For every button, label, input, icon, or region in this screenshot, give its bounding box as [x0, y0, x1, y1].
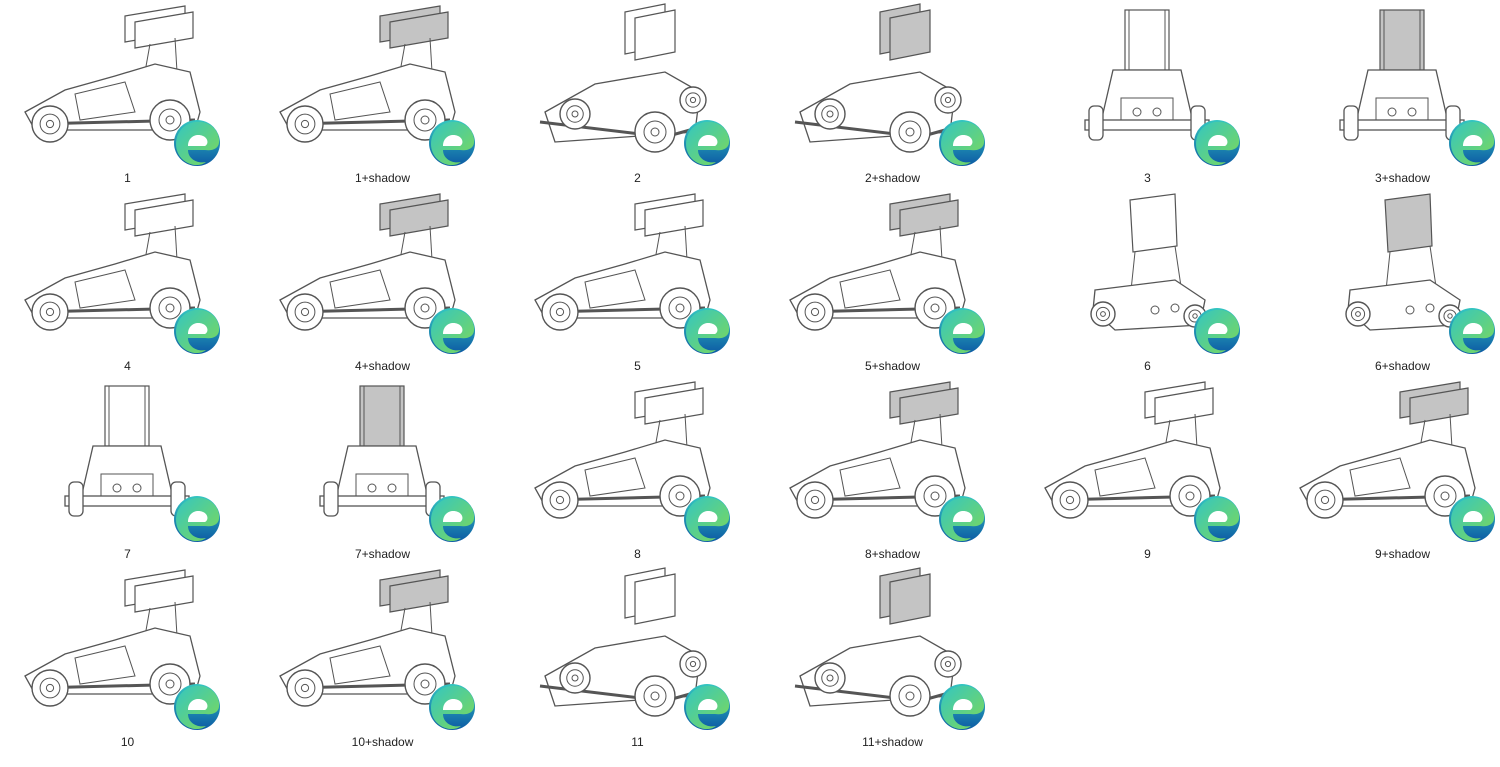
file-thumbnail [260, 378, 505, 543]
edge-icon [1192, 306, 1242, 356]
edge-icon [937, 494, 987, 544]
edge-icon [172, 306, 222, 356]
file-thumbnail [260, 566, 505, 731]
edge-icon [937, 118, 987, 168]
file-name-label: 4 [124, 359, 131, 373]
edge-icon [172, 494, 222, 544]
file-item[interactable]: 4 [0, 188, 255, 375]
file-item[interactable]: 6+shadow [1275, 188, 1500, 375]
edge-icon [937, 306, 987, 356]
file-name-label: 5+shadow [864, 359, 921, 373]
file-name-label: 3+shadow [1374, 171, 1431, 185]
file-thumbnail [5, 378, 250, 543]
file-thumbnail [515, 378, 760, 543]
file-name-label: 8+shadow [864, 547, 921, 561]
edge-icon [1447, 118, 1497, 168]
file-name-label: 9 [1144, 547, 1151, 561]
file-item[interactable]: 3 [1020, 0, 1275, 187]
file-thumbnail [770, 378, 1015, 543]
file-item[interactable]: 9 [1020, 376, 1275, 563]
file-name-label: 7 [124, 547, 131, 561]
file-thumbnail [770, 2, 1015, 167]
file-name-label: 4+shadow [354, 359, 411, 373]
file-thumbnail [770, 566, 1015, 731]
edge-icon [427, 682, 477, 732]
file-item[interactable]: 11+shadow [765, 564, 1020, 751]
file-name-label: 11+shadow [862, 735, 923, 749]
file-name-label: 5 [634, 359, 641, 373]
file-thumbnail [5, 2, 250, 167]
file-item[interactable]: 7+shadow [255, 376, 510, 563]
file-name-label: 11 [631, 735, 644, 749]
edge-icon [1192, 118, 1242, 168]
file-item[interactable]: 1+shadow [255, 0, 510, 187]
file-name-label: 7+shadow [354, 547, 411, 561]
file-item[interactable]: 4+shadow [255, 188, 510, 375]
file-thumbnail [260, 190, 505, 355]
file-item[interactable]: 10+shadow [255, 564, 510, 751]
edge-icon [427, 306, 477, 356]
file-thumbnail [770, 190, 1015, 355]
file-thumbnail [515, 2, 760, 167]
file-name-label: 8 [634, 547, 641, 561]
file-item[interactable]: 8 [510, 376, 765, 563]
file-name-label: 2 [634, 171, 641, 185]
edge-icon [427, 118, 477, 168]
file-name-label: 10 [120, 735, 135, 749]
edge-icon [172, 118, 222, 168]
file-item[interactable]: 2 [510, 0, 765, 187]
edge-icon [1447, 494, 1497, 544]
edge-icon [682, 306, 732, 356]
file-item[interactable]: 10 [0, 564, 255, 751]
file-thumbnail [5, 566, 250, 731]
edge-icon [682, 118, 732, 168]
file-item[interactable]: 8+shadow [765, 376, 1020, 563]
edge-icon [1192, 494, 1242, 544]
file-thumbnail [260, 2, 505, 167]
file-name-label: 10+shadow [351, 735, 414, 749]
file-thumbnail [1280, 2, 1500, 167]
file-item[interactable]: 11 [510, 564, 765, 751]
file-item[interactable]: 3+shadow [1275, 0, 1500, 187]
file-thumbnail [515, 566, 760, 731]
file-name-label: 6+shadow [1374, 359, 1431, 373]
file-item[interactable]: 5+shadow [765, 188, 1020, 375]
file-name-label: 2+shadow [864, 171, 921, 185]
file-name-label: 1+shadow [354, 171, 411, 185]
edge-icon [682, 494, 732, 544]
file-item[interactable]: 2+shadow [765, 0, 1020, 187]
edge-icon [682, 682, 732, 732]
edge-icon [427, 494, 477, 544]
file-name-label: 1 [124, 171, 131, 185]
file-thumbnail [5, 190, 250, 355]
file-name-label: 6 [1144, 359, 1151, 373]
file-item[interactable]: 6 [1020, 188, 1275, 375]
file-name-label: 9+shadow [1374, 547, 1431, 561]
file-item[interactable]: 7 [0, 376, 255, 563]
file-item[interactable]: 5 [510, 188, 765, 375]
edge-icon [172, 682, 222, 732]
edge-icon [1447, 306, 1497, 356]
file-thumbnail [1025, 378, 1270, 543]
edge-icon [937, 682, 987, 732]
file-item[interactable]: 1 [0, 0, 255, 187]
file-item[interactable]: 9+shadow [1275, 376, 1500, 563]
file-name-label: 3 [1144, 171, 1151, 185]
